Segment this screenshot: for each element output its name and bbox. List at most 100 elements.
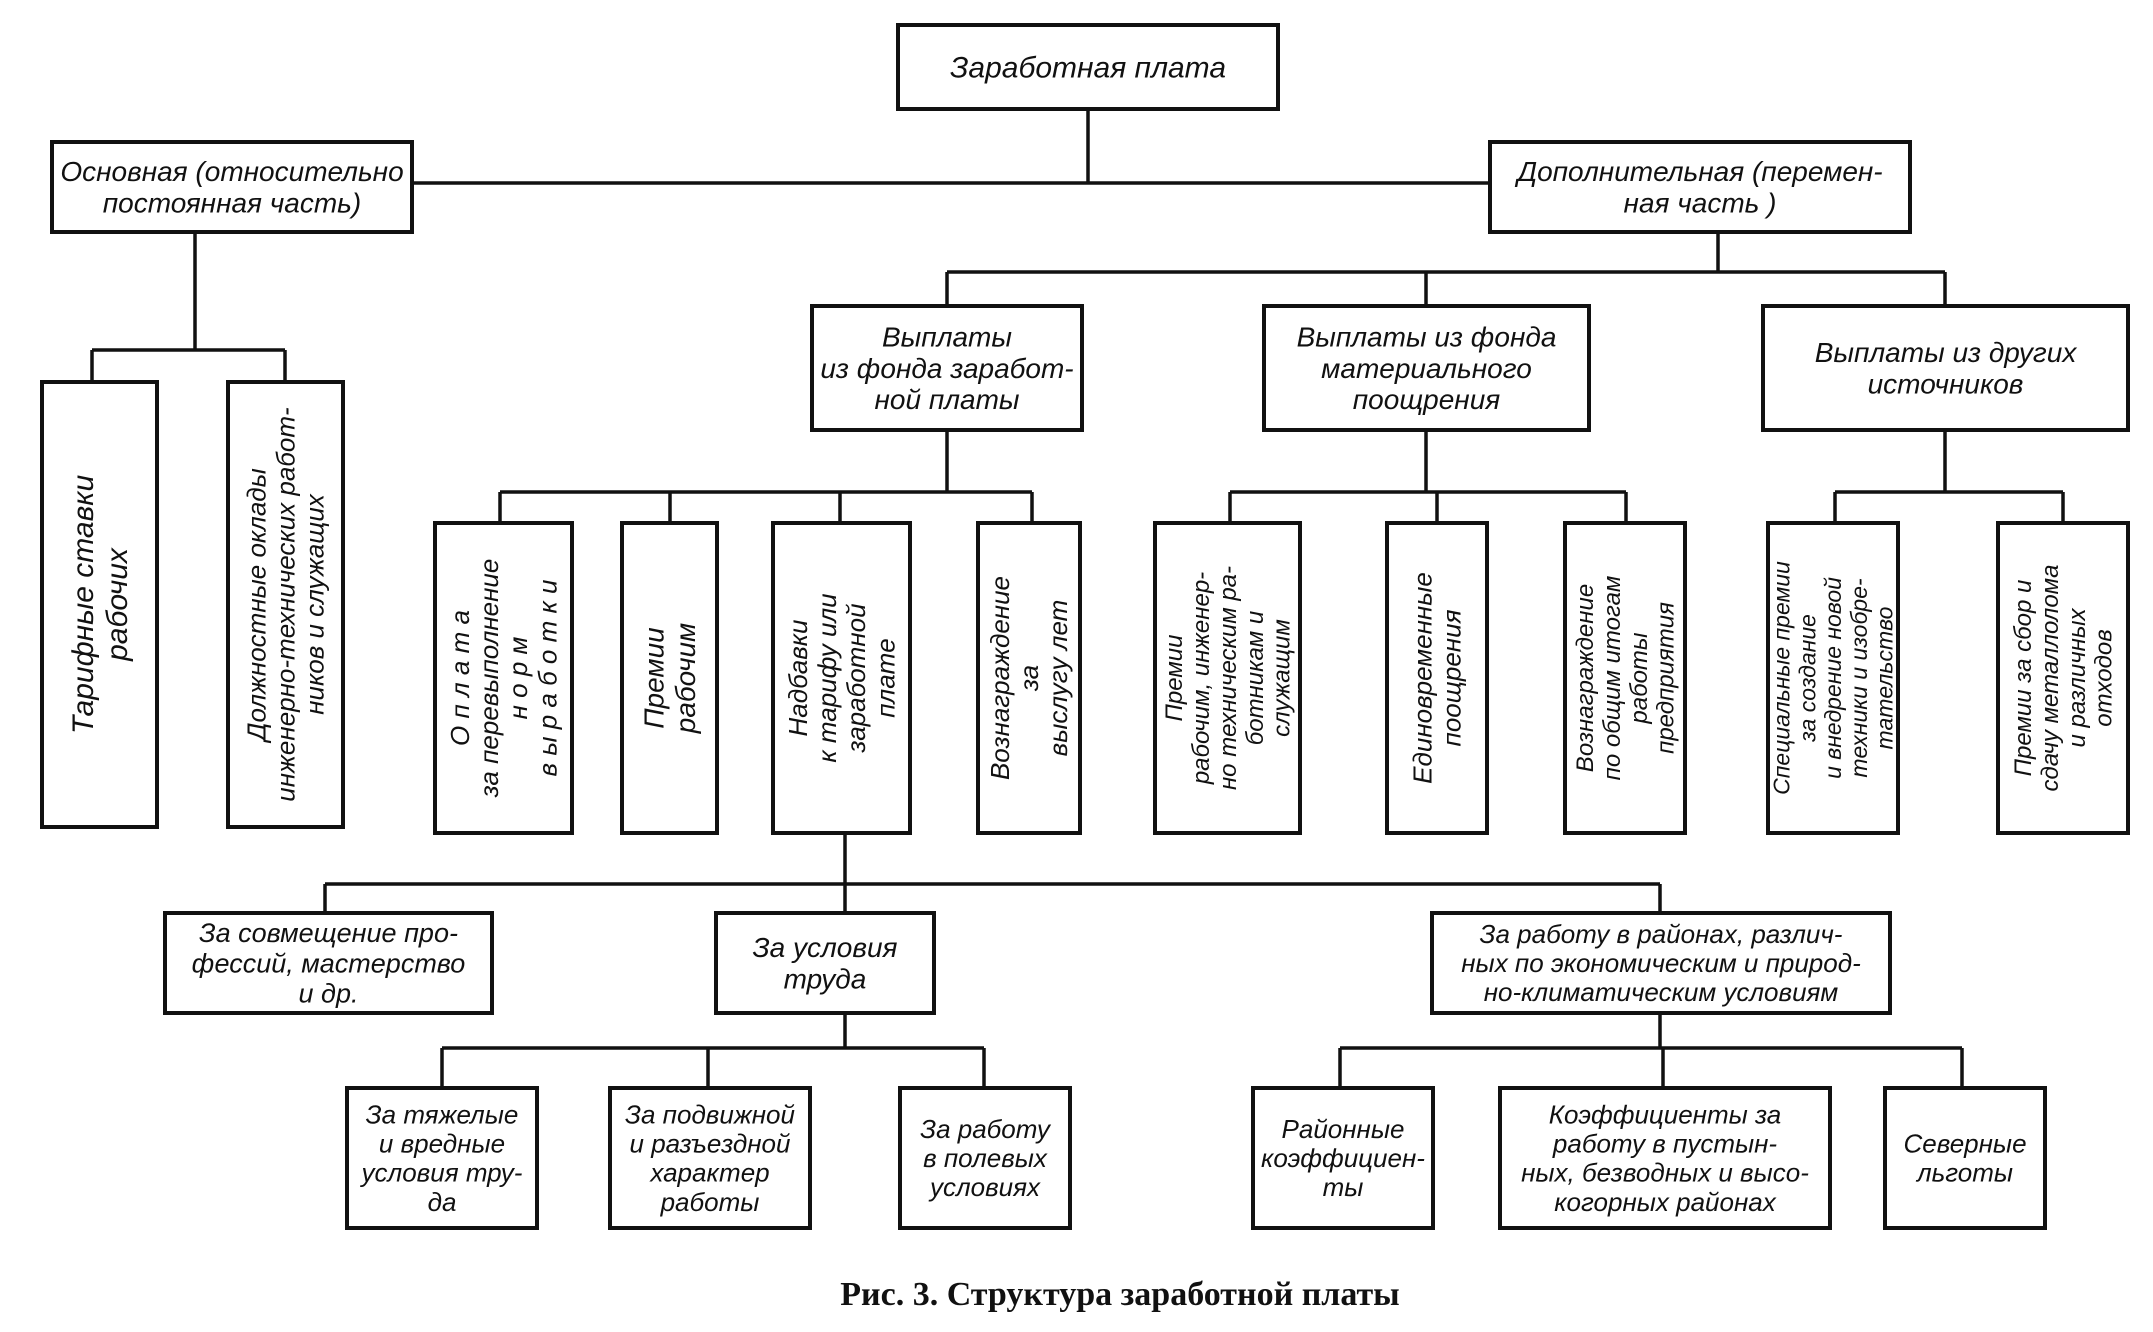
node-label-line: Выплаты xyxy=(882,321,1012,352)
node-label-line: рабочих xyxy=(101,547,134,662)
node-label-line: и различных xyxy=(2064,608,2091,748)
node-box xyxy=(1488,140,1912,234)
node-label-line: труда xyxy=(784,963,867,994)
node-label-line: но техническим ра- xyxy=(1215,566,1242,790)
node-box xyxy=(50,140,414,234)
node-annual: Вознаграждениепо общим итогамработыпредп… xyxy=(1563,521,1687,835)
node-label: Тарифные ставкирабочих xyxy=(67,475,134,735)
node-label-line: За совмещение про- xyxy=(199,918,458,948)
node-label-line: и др. xyxy=(299,979,359,1009)
node-label-line: да xyxy=(428,1187,457,1217)
node-box xyxy=(1883,1086,2047,1230)
node-allowances: Надбавкик тарифу илизаработнойплате xyxy=(771,521,912,835)
node-label-line: Единовременные xyxy=(1408,572,1438,784)
node-box xyxy=(898,1086,1072,1230)
node-label-line: За тяжелые xyxy=(366,1099,519,1129)
node-label-line: Дополнительная (перемен- xyxy=(1514,156,1882,187)
node-label-line: источников xyxy=(1868,368,2024,399)
node-label-line: Премии за сбор и xyxy=(2010,580,2037,777)
node-label-line: за xyxy=(1014,665,1044,692)
node-box xyxy=(40,380,159,829)
node-label: Надбавкик тарифу илизаработнойплате xyxy=(783,593,900,762)
node-box xyxy=(976,521,1082,835)
node-label-line: фессий, мастерство xyxy=(192,948,466,978)
node-label-line: Тарифные ставки xyxy=(67,475,100,735)
node-label-line: Специальные премии xyxy=(1769,561,1795,795)
node-label-line: тательство xyxy=(1872,606,1898,749)
node-box xyxy=(1153,521,1302,835)
node-label-line: предприятия xyxy=(1653,602,1680,754)
node-box xyxy=(1761,304,2130,432)
node-box xyxy=(771,521,912,835)
node-label-line: Премии xyxy=(639,627,670,729)
node-label-line: материального xyxy=(1321,353,1532,384)
node-box xyxy=(1385,521,1489,835)
node-label-line: и вредные xyxy=(379,1129,505,1159)
node-label-line: рабочим, инженер- xyxy=(1188,572,1215,785)
node-label-line: Коэффициенты за xyxy=(1549,1099,1782,1129)
node-label: Единовременныепоощрения xyxy=(1408,572,1467,784)
node-label-line: ной платы xyxy=(874,384,1019,415)
node-label-line: поощрения xyxy=(1353,384,1501,415)
figure-caption: Рис. 3. Структура заработной платы xyxy=(840,1276,1399,1313)
node-box xyxy=(1563,521,1687,835)
node-label-line: к тарифу или xyxy=(812,593,842,762)
node-label: За работу в районах, различ-ных по эконо… xyxy=(1461,919,1861,1007)
node-label-line: сдачу металлолома xyxy=(2037,564,2064,791)
node-label-line: из фонда заработ- xyxy=(820,353,1073,384)
node-label-line: ных по экономическим и природ- xyxy=(1461,948,1861,978)
node-label-line: за создание xyxy=(1794,614,1820,743)
node-tariff: Тарифные ставкирабочих xyxy=(40,380,159,829)
node-box xyxy=(896,23,1280,111)
node-label-line: и внедрение новой xyxy=(1820,577,1846,779)
node-label: Дополнительная (перемен-ная часть ) xyxy=(1514,156,1882,218)
node-label-line: Вознаграждение xyxy=(1572,584,1599,772)
node-box xyxy=(620,521,719,835)
node-label-line: условия тру- xyxy=(360,1158,523,1188)
node-box xyxy=(810,304,1084,432)
node-salaries: Должностные окладыинженерно-технических … xyxy=(226,380,345,829)
node-overfulfil: О п л а т аза перевыполнениен о р мв ы р… xyxy=(433,521,574,835)
node-staff-bonus: Премиирабочим, инженер-но техническим ра… xyxy=(1153,521,1302,835)
node-label: Вознаграждениезавыслугу лет xyxy=(985,576,1073,780)
node-label-line: работу в пустын- xyxy=(1552,1129,1778,1159)
node-label-line: заработной xyxy=(841,603,871,753)
node-label-line: За работу xyxy=(920,1114,1052,1144)
node-label-line: н о р м xyxy=(503,636,533,719)
node-scrap: Премии за сбор исдачу металлоломаи разли… xyxy=(1996,521,2130,835)
node-label-line: рабочим xyxy=(670,623,701,734)
node-label-line: работы xyxy=(660,1187,760,1217)
node-box xyxy=(226,380,345,829)
node-box xyxy=(714,911,936,1015)
node-label-line: За подвижной xyxy=(625,1099,795,1129)
node-label-line: условиях xyxy=(928,1172,1041,1202)
node-label-line: ных, безводных и высо- xyxy=(1521,1158,1809,1188)
node-label: Специальные премииза созданиеи внедрение… xyxy=(1769,561,1898,795)
node-label-line: коэффициен- xyxy=(1261,1143,1425,1173)
connector-lines xyxy=(90,109,2065,1088)
node-label: Премиирабочим xyxy=(639,623,701,734)
node-worker-bonus: Премиирабочим xyxy=(620,521,719,835)
node-label-line: Выплаты из фонда xyxy=(1297,321,1557,352)
node-label-line: в полевых xyxy=(923,1143,1048,1173)
node-label-line: Премии xyxy=(1161,635,1188,722)
node-label-line: плате xyxy=(870,638,900,718)
